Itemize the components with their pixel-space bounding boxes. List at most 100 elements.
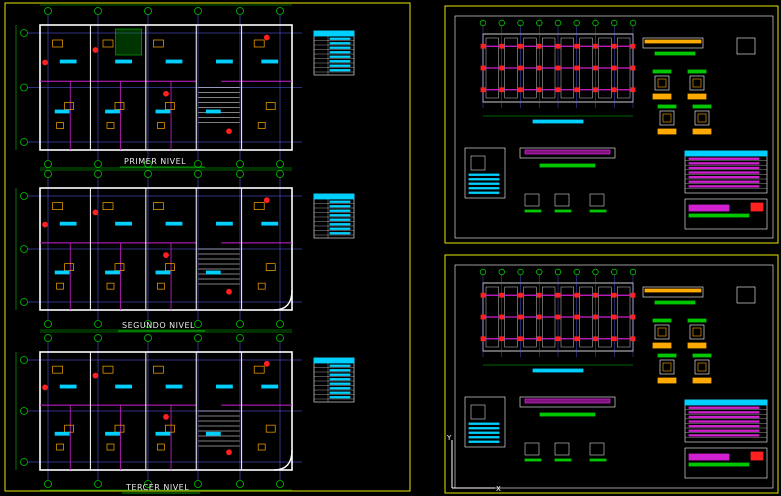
column-mark bbox=[518, 65, 523, 71]
column-detail bbox=[694, 110, 710, 126]
title-block-sheet-number bbox=[750, 202, 764, 212]
legend-table-cell bbox=[329, 227, 351, 230]
axis-bubble bbox=[276, 170, 284, 178]
plan-label-tercer-nivel: TERCER NIVEL bbox=[125, 483, 189, 492]
axis-bubble bbox=[144, 160, 152, 168]
small-detail bbox=[554, 193, 570, 207]
floor-plan-tercer-nivel bbox=[15, 331, 355, 491]
room-tag bbox=[205, 270, 221, 275]
patio-planter bbox=[115, 28, 142, 56]
legend-table-cell bbox=[329, 369, 351, 372]
column-mark bbox=[555, 87, 561, 93]
room-tag bbox=[165, 59, 183, 64]
left-sheet-frame bbox=[4, 2, 411, 492]
column-mark bbox=[499, 65, 505, 71]
legend-table-cell bbox=[329, 391, 351, 394]
red-marker bbox=[263, 360, 270, 367]
column-mark bbox=[555, 65, 561, 71]
axis-bubble bbox=[236, 160, 244, 168]
curved-wall bbox=[273, 289, 293, 311]
furniture-desk bbox=[114, 263, 125, 271]
red-marker bbox=[163, 252, 169, 259]
room-tag bbox=[261, 384, 279, 389]
furniture-chair bbox=[106, 443, 115, 451]
axis-bubble bbox=[611, 268, 618, 276]
axis-bubble bbox=[498, 19, 505, 27]
detail-caption bbox=[654, 51, 696, 56]
furniture-desk bbox=[102, 39, 114, 48]
spec-table-cell bbox=[688, 162, 760, 165]
spec-table-cell bbox=[688, 180, 760, 183]
furniture-desk bbox=[52, 365, 63, 374]
furniture-desk bbox=[52, 202, 63, 210]
furniture-desk bbox=[64, 102, 74, 110]
column-label bbox=[657, 128, 677, 135]
column-mark bbox=[630, 43, 636, 49]
axis-bubble bbox=[94, 334, 102, 342]
column-mark bbox=[555, 314, 561, 320]
red-marker bbox=[163, 413, 169, 420]
furniture-desk bbox=[153, 202, 164, 210]
column-mark bbox=[611, 292, 617, 298]
axis-bubble bbox=[144, 480, 152, 488]
section-caption bbox=[539, 412, 596, 417]
legend-table-cell bbox=[329, 373, 351, 376]
red-marker bbox=[263, 34, 270, 41]
room-tag bbox=[215, 384, 233, 389]
room-tag bbox=[261, 59, 279, 64]
column-caption bbox=[652, 318, 672, 323]
svg-text:X: X bbox=[496, 485, 501, 493]
column-stirrup bbox=[662, 362, 672, 372]
legend-table-cell bbox=[329, 60, 351, 63]
notes-sketch bbox=[470, 404, 486, 420]
column-stirrup bbox=[697, 362, 707, 372]
column-mark bbox=[611, 87, 617, 93]
axis-bubble bbox=[573, 19, 580, 27]
column-mark bbox=[630, 336, 636, 342]
legend-table-cell bbox=[329, 396, 351, 399]
exterior-wall bbox=[39, 187, 293, 311]
small-detail-caption bbox=[554, 458, 572, 462]
axis-bubble bbox=[194, 170, 202, 178]
axis-bubble bbox=[236, 320, 244, 328]
furniture-desk bbox=[64, 263, 74, 271]
footing-rebar bbox=[524, 149, 611, 155]
furniture-desk bbox=[253, 202, 265, 210]
column-mark bbox=[574, 43, 580, 49]
room-tag bbox=[205, 109, 221, 114]
column-mark bbox=[518, 43, 523, 49]
legend-table-cell bbox=[329, 64, 351, 67]
axis-bubble bbox=[20, 83, 28, 92]
title-block-text bbox=[688, 213, 750, 218]
room-tag bbox=[105, 109, 120, 114]
column-detail bbox=[654, 324, 670, 340]
red-marker bbox=[226, 449, 232, 456]
axis-bubble bbox=[498, 268, 505, 276]
column-mark bbox=[518, 314, 523, 320]
axis-bubble bbox=[144, 334, 152, 342]
column-mark bbox=[630, 314, 636, 320]
axis-bubble bbox=[194, 334, 202, 342]
red-marker bbox=[42, 384, 48, 391]
furniture-desk bbox=[114, 424, 125, 433]
legend-table-cell bbox=[329, 387, 351, 390]
column-detail bbox=[654, 75, 670, 91]
spec-table-cell bbox=[688, 415, 760, 419]
legend-table-cell bbox=[329, 223, 351, 226]
room-tag bbox=[54, 270, 70, 275]
furniture-chair bbox=[56, 282, 64, 290]
legend-table-cell bbox=[329, 364, 351, 367]
column-detail bbox=[659, 359, 675, 375]
axis-bubble bbox=[94, 170, 102, 178]
small-detail-caption bbox=[589, 209, 607, 213]
notes-text bbox=[468, 173, 500, 176]
room-tag bbox=[59, 384, 77, 389]
column-mark bbox=[499, 87, 505, 93]
axis-bubble bbox=[517, 19, 524, 27]
notes-text bbox=[468, 178, 500, 181]
axis-bubble bbox=[94, 160, 102, 168]
furniture-desk bbox=[265, 263, 276, 271]
spec-table-cell bbox=[688, 411, 760, 414]
spec-table-cell bbox=[688, 175, 760, 179]
